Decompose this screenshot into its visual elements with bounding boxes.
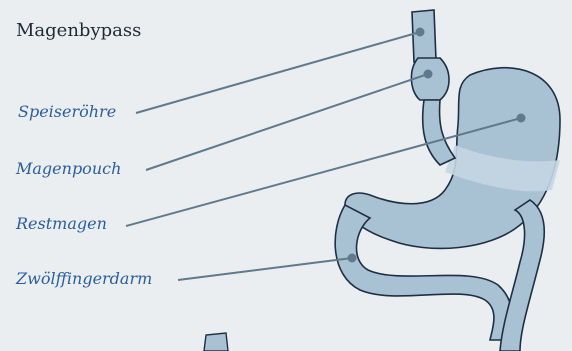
leader-zwoelffingerdarm xyxy=(178,258,352,280)
magenpouch-shape xyxy=(411,58,449,100)
label-magenpouch: Magenpouch xyxy=(16,159,121,178)
speiseroehre-shape xyxy=(412,10,436,62)
marker-restmagen xyxy=(517,114,526,123)
marker-magenpouch xyxy=(424,70,433,79)
bottom-stub xyxy=(204,333,228,351)
diagram-title: Magenbypass xyxy=(16,20,141,41)
label-zwoelffingerdarm: Zwölffingerdarm xyxy=(16,269,152,288)
label-restmagen: Restmagen xyxy=(16,214,107,233)
marker-zwoelffingerdarm xyxy=(348,254,357,263)
label-speiseroehre: Speiseröhre xyxy=(18,102,116,121)
leader-speiseroehre xyxy=(136,32,420,113)
marker-speiseroehre xyxy=(416,28,425,37)
pouch-limb xyxy=(423,100,455,165)
